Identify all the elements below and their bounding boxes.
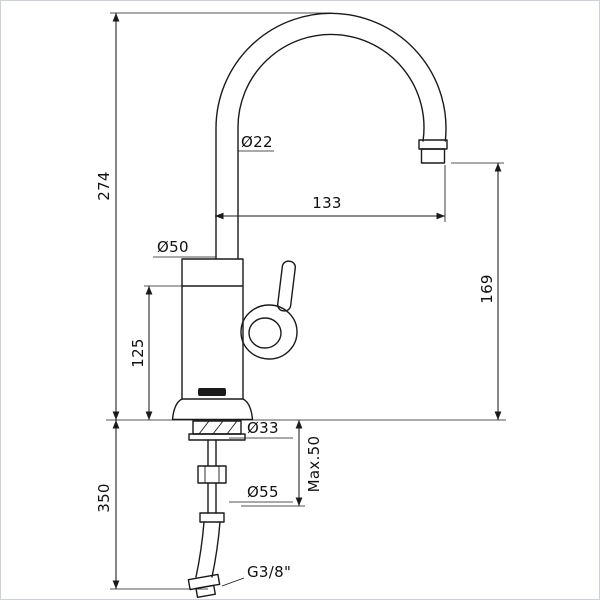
- dim-label-dia22: Ø22: [241, 133, 273, 151]
- dim-label-dia50: Ø50: [157, 238, 189, 256]
- dim-label-350: 350: [95, 483, 113, 513]
- washer-hatching: [198, 420, 238, 435]
- base-flange: [171, 398, 254, 421]
- fixing-nut-facets: [204, 465, 220, 484]
- hose-connector: [199, 512, 225, 523]
- dim-label-dia33: Ø33: [247, 419, 279, 437]
- dim-label-133: 133: [312, 194, 342, 212]
- dim-label-dia55: Ø55: [247, 483, 279, 501]
- leader-g38: [221, 577, 245, 587]
- dim-label-max50: Max.50: [305, 436, 323, 493]
- handle-cartridge-inner: [248, 317, 282, 349]
- mounting-hardware: [188, 420, 246, 523]
- body-outline: [181, 258, 244, 400]
- spout-aerator: [420, 148, 446, 164]
- handle-lever: [276, 260, 297, 312]
- dimension-labels: 274 350 133 169 125 Max.50 Ø22 Ø50 Ø33 Ø…: [95, 133, 496, 581]
- fixing-nut: [197, 465, 227, 484]
- spout-inner-curve: [237, 33, 425, 260]
- brand-logo: [198, 388, 226, 396]
- threaded-stud-upper: [207, 439, 217, 467]
- hose-end-fitting: [187, 573, 221, 599]
- spout-outer-curve: [215, 12, 447, 260]
- dim-label-g38: G3/8": [247, 563, 291, 581]
- faucet-outline: [171, 12, 448, 599]
- metal-washer-plate: [188, 433, 246, 441]
- hose-right-edge: [211, 521, 221, 578]
- dimension-lines: [106, 12, 506, 590]
- dim-label-169: 169: [478, 274, 496, 304]
- threaded-stud-lower: [207, 482, 217, 514]
- hose-left-edge: [195, 521, 205, 578]
- dim-label-125: 125: [129, 338, 147, 368]
- supply-hose: [187, 521, 221, 599]
- dim-label-274: 274: [95, 171, 113, 201]
- handle-cartridge-cap: [240, 304, 298, 360]
